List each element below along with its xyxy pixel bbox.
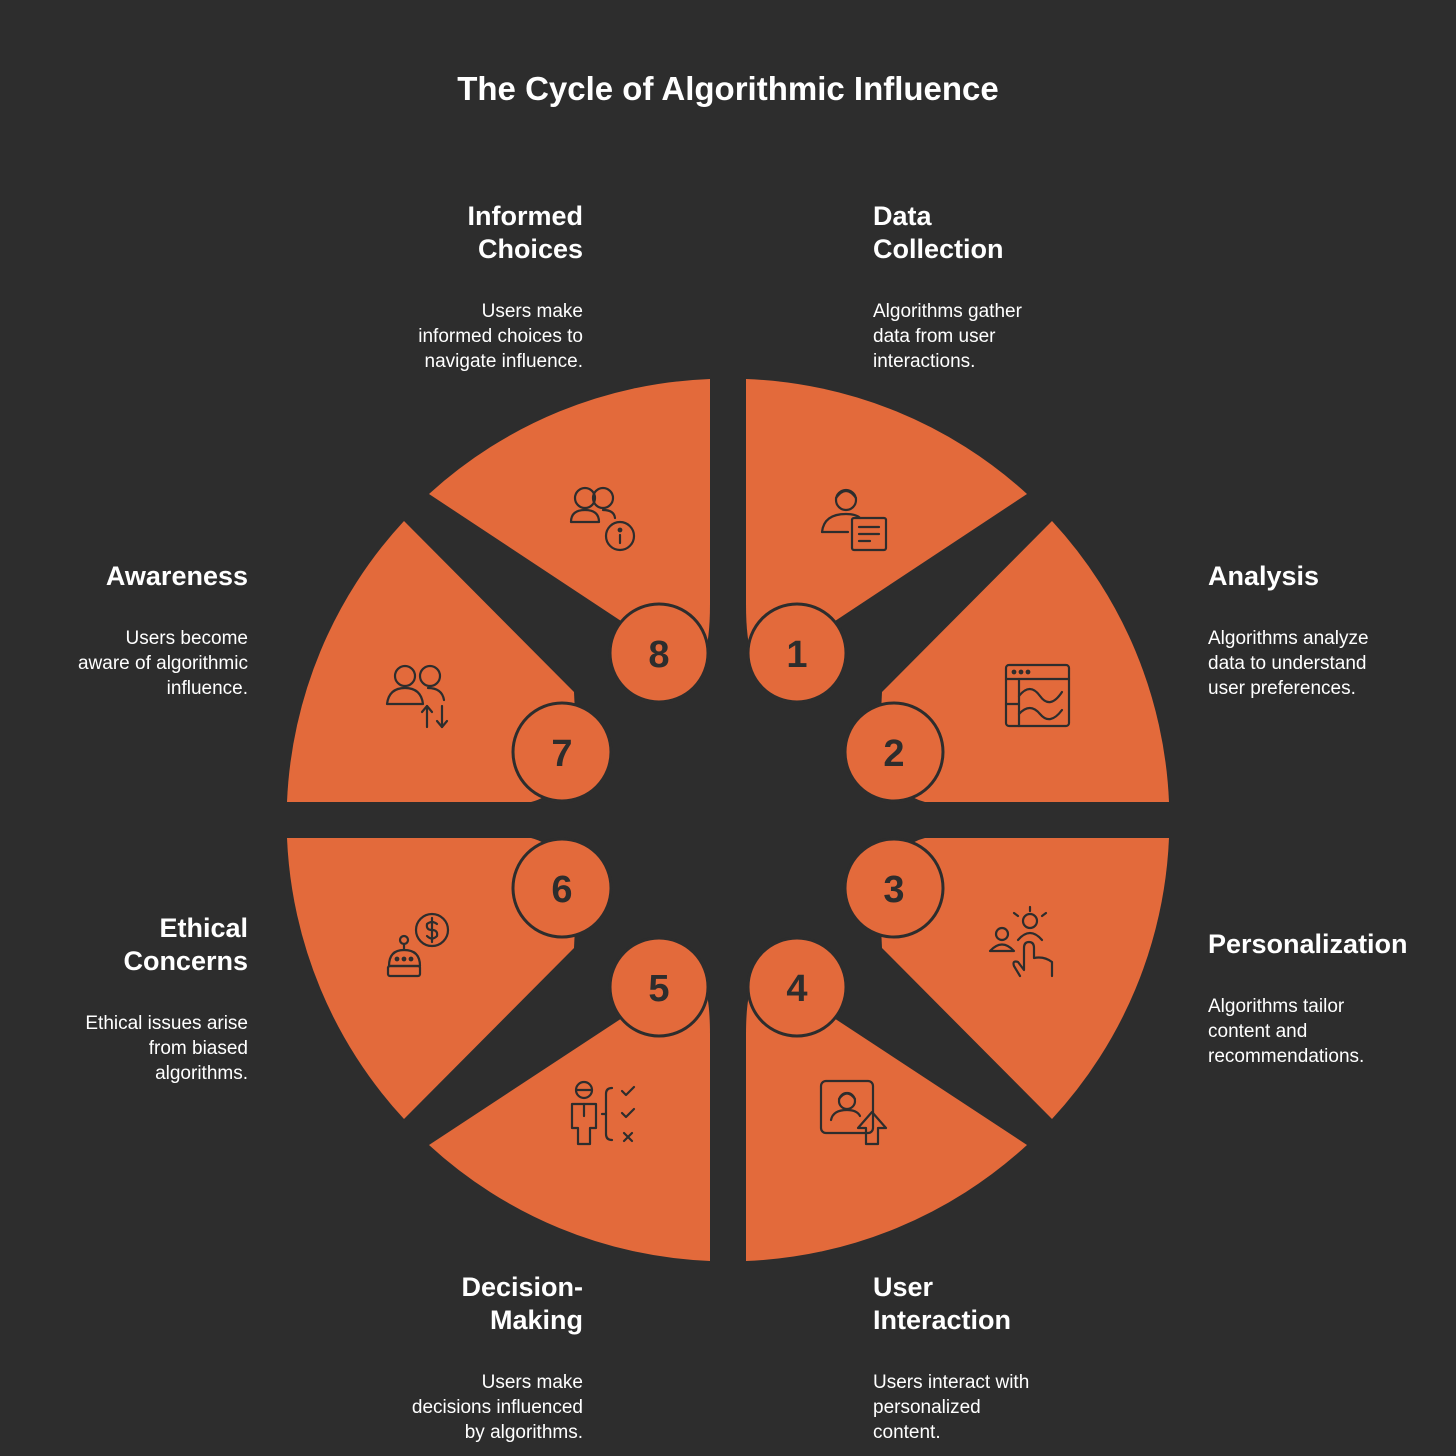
segment-4[interactable] — [746, 974, 1027, 1261]
step-5-title: Decision- Making — [461, 1272, 583, 1335]
number-badge-5: 5 — [608, 936, 710, 1038]
robot-dollar-icon — [386, 912, 450, 978]
segment-8[interactable] — [429, 379, 710, 666]
step-2-block: Analysis Algorithms analyze data to unde… — [1208, 560, 1448, 701]
step-6-block: Ethical Concerns Ethical issues arise fr… — [8, 912, 248, 1086]
number-5-text: 5 — [648, 968, 669, 1010]
step-7-description: Users become aware of algorithmic influe… — [77, 628, 248, 699]
step-4-description: Users interact with personalized content… — [873, 1372, 1030, 1443]
segment-3[interactable] — [881, 838, 1169, 1119]
step-7-title: Awareness — [105, 561, 248, 591]
step-1-block: Data Collection Algorithms gather data f… — [873, 200, 1203, 374]
number-badge-1: 1 — [746, 602, 848, 704]
step-5-block: Decision- Making Users make decisions in… — [253, 1271, 583, 1445]
step-8-title: Informed Choices — [467, 201, 583, 264]
segment-2[interactable] — [881, 521, 1169, 802]
step-4-block: User Interaction Users interact with per… — [873, 1271, 1203, 1445]
step-6-title: Ethical Concerns — [123, 913, 248, 976]
number-badge-2: 2 — [843, 701, 945, 803]
step-3-description: Algorithms tailor content and recommenda… — [1208, 996, 1365, 1067]
number-badge-3: 3 — [843, 837, 945, 939]
number-4-text: 4 — [786, 968, 807, 1010]
number-badge-4: 4 — [746, 936, 848, 1038]
step-6-description: Ethical issues arise from biased algorit… — [85, 1013, 248, 1084]
step-3-title: Personalization — [1208, 929, 1408, 959]
step-4-title: User Interaction — [873, 1272, 1012, 1335]
profile-upload-icon — [819, 1079, 888, 1146]
step-5-description: Users make decisions influenced by algor… — [411, 1372, 583, 1443]
number-3-text: 3 — [883, 869, 904, 911]
number-6-text: 6 — [551, 869, 572, 911]
user-select-pointer-icon — [988, 905, 1054, 978]
segment-7[interactable] — [287, 521, 575, 802]
step-2-title: Analysis — [1208, 561, 1320, 591]
user-document-icon — [820, 488, 888, 552]
segment-5[interactable] — [429, 974, 710, 1261]
step-1-title: Data Collection — [873, 201, 1004, 264]
number-badge-7: 7 — [511, 701, 613, 803]
users-info-icon — [569, 486, 636, 552]
number-badge-6: 6 — [511, 837, 613, 939]
segment-6[interactable] — [287, 838, 575, 1119]
step-8-block: Informed Choices Users make informed cho… — [253, 200, 583, 374]
number-1-text: 1 — [786, 634, 807, 676]
number-7-text: 7 — [551, 733, 572, 775]
users-exchange-icon — [385, 664, 449, 729]
step-1-description: Algorithms gather data from user interac… — [873, 301, 1022, 372]
step-2-description: Algorithms analyze data to understand us… — [1208, 628, 1369, 699]
analytics-window-icon — [1004, 663, 1071, 728]
number-badge-8: 8 — [608, 602, 710, 704]
number-2-text: 2 — [883, 733, 904, 775]
step-3-block: Personalization Algorithms tailor conten… — [1208, 928, 1448, 1069]
page-title: The Cycle of Algorithmic Influence — [457, 70, 999, 107]
step-8-description: Users make informed choices to navigate … — [418, 301, 583, 372]
wheel-segments — [287, 379, 1169, 1261]
step-7-block: Awareness Users become aware of algorith… — [8, 560, 248, 701]
person-checklist-icon — [570, 1080, 636, 1146]
number-8-text: 8 — [648, 634, 669, 676]
